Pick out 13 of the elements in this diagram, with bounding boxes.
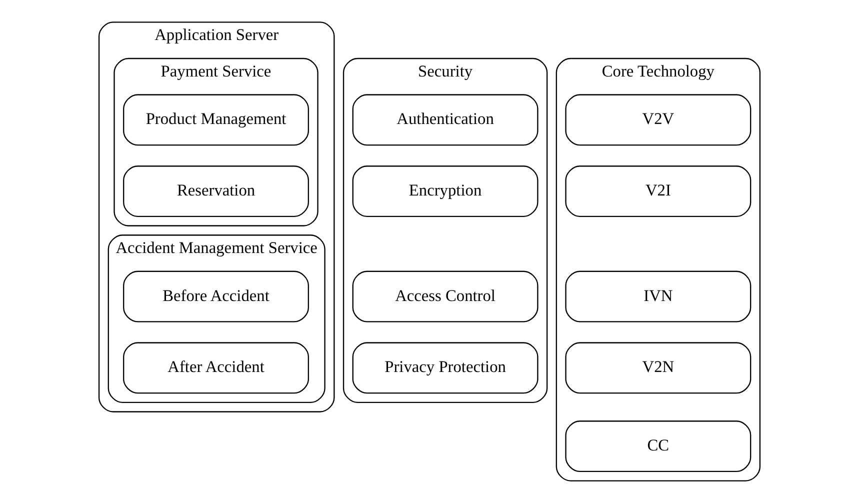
node-box: Encryption <box>352 166 538 217</box>
node-box: Product Management <box>123 94 310 146</box>
node-box: Before Accident <box>123 270 310 322</box>
node-box: IVN <box>565 270 752 322</box>
node-box: V2V <box>565 94 752 146</box>
node-box: Access Control <box>352 270 538 322</box>
node-box: After Accident <box>123 342 310 394</box>
node-box: V2N <box>565 342 752 394</box>
node-box: Reservation <box>123 166 310 217</box>
node-box: CC <box>565 420 752 472</box>
node-box: V2I <box>565 166 752 217</box>
node-box: Authentication <box>352 94 538 146</box>
node-box: Privacy Protection <box>352 342 538 394</box>
